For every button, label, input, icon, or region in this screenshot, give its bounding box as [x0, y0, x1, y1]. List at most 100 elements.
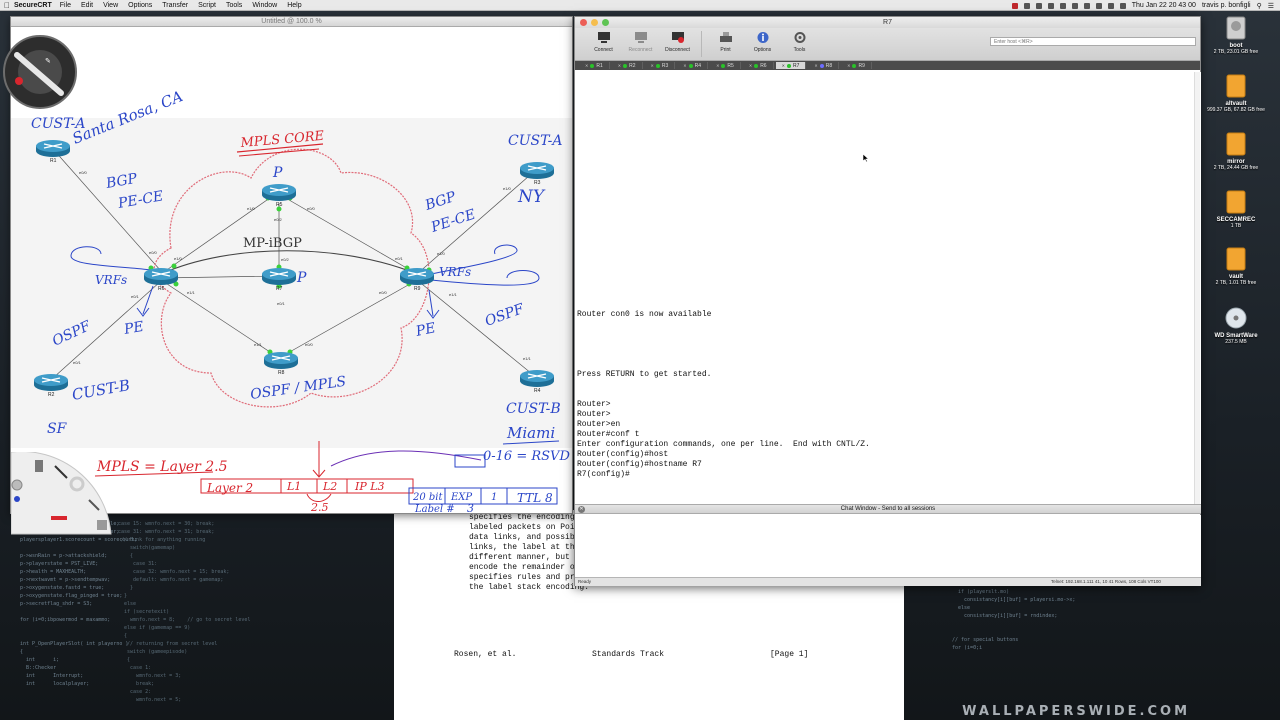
annot-l2: L2	[322, 480, 337, 493]
close-tab-icon[interactable]: ✕	[683, 63, 687, 68]
tab-r6[interactable]: ✕R6	[743, 62, 774, 69]
annot-label-1: 1	[491, 492, 497, 503]
menu-clock[interactable]: Thu Jan 22 20 43 00	[1131, 2, 1196, 9]
session-tab-bar: ✕R1 ✕R2 ✕R3 ✕R4 ✕R5 ✕R6 ✕R7 ✕R8 ✕R9	[575, 61, 1200, 70]
host-input[interactable]	[990, 37, 1196, 46]
tray-icon[interactable]	[1047, 2, 1054, 9]
svg-text:R3: R3	[534, 180, 541, 186]
close-tab-icon[interactable]: ✕	[814, 63, 818, 68]
status-connection-info: Telnet: 192.168.1.111 41, 10 41 Rows, 10…	[1051, 579, 1161, 584]
drawing-tool-palette[interactable]	[11, 452, 121, 542]
tray-icon[interactable]	[1023, 2, 1030, 9]
apple-menu-icon[interactable]: 	[0, 1, 14, 10]
tab-r2[interactable]: ✕R2	[612, 62, 643, 69]
options-button[interactable]: Options	[744, 28, 781, 61]
svg-text:e1/1: e1/1	[449, 292, 458, 297]
router-r1: R1	[35, 139, 71, 164]
menu-transfer[interactable]: Transfer	[162, 1, 189, 9]
print-button[interactable]: Print	[707, 28, 744, 61]
close-tab-icon[interactable]: ✕	[617, 63, 622, 68]
notification-center-icon[interactable]: ☰	[1267, 2, 1274, 10]
annot-p-top: P	[272, 165, 283, 181]
tray-icon[interactable]	[1059, 2, 1066, 9]
rfc-line: encode the remainder o	[469, 563, 575, 572]
tab-r7[interactable]: ✕R7	[775, 62, 807, 69]
chat-window-label: Chat Window - Send to all sessions	[840, 506, 936, 512]
menu-window[interactable]: Window	[252, 1, 278, 9]
chat-input-area[interactable]	[575, 515, 1201, 577]
tab-r8[interactable]: ✕R8	[808, 62, 840, 69]
minimize-window-button[interactable]	[591, 19, 598, 26]
svg-text:e0/1: e0/1	[395, 256, 404, 261]
annot-label-ttl: TTL 8	[517, 491, 553, 505]
close-tab-icon[interactable]: ✕	[585, 63, 589, 68]
whiteboard-window[interactable]: Untitled @ 100.0 %	[3, 16, 573, 535]
close-tab-icon[interactable]: ✕	[748, 63, 753, 68]
rfc-text: specifies the encoding labeled packets o…	[469, 513, 589, 593]
terminal-title-bar[interactable]: R7	[575, 17, 1200, 28]
svg-text:e1/1: e1/1	[523, 356, 532, 361]
tab-r4[interactable]: ✕R4	[677, 62, 709, 69]
wallpaper-code-middle: case 15: wmnfo.next = 30; break; case 31…	[118, 521, 251, 703]
menu-edit[interactable]: Edit	[81, 1, 94, 9]
securecrt-window[interactable]: R7 Connect Reconnect Disconnect Print Op…	[574, 16, 1201, 586]
menu-user[interactable]: travis p. bonfigli	[1201, 2, 1251, 9]
svg-text:e0/1: e0/1	[131, 294, 140, 299]
tab-r1[interactable]: ✕R1	[579, 62, 610, 69]
tab-r3[interactable]: ✕R3	[645, 62, 676, 69]
desktop-icon-boot[interactable]: boot 2 TB, 23.01 GB free	[1205, 15, 1267, 55]
tray-icon[interactable]	[1035, 2, 1042, 9]
desktop-icon-wd-smartware[interactable]: WD SmartWare 237.5 MB	[1205, 305, 1267, 345]
connected-status-icon	[754, 63, 759, 68]
router-r2: R2	[33, 373, 69, 398]
menu-view[interactable]: View	[103, 1, 119, 9]
battery-icon[interactable]	[1119, 2, 1126, 9]
desktop-icon-altvault[interactable]: altvault 999.37 GB, 67.82 GB free	[1205, 73, 1267, 113]
menu-help[interactable]: Help	[287, 1, 302, 9]
terminal-line: Router>	[577, 400, 611, 409]
menu-options[interactable]: Options	[128, 1, 153, 9]
close-tab-icon[interactable]: ✕	[781, 63, 785, 68]
disconnect-icon	[671, 32, 684, 43]
close-window-button[interactable]	[580, 19, 587, 26]
mpls-cloud	[153, 148, 430, 408]
annot-ospf-mpls: OSPF / MPLS	[249, 374, 347, 403]
tray-icon[interactable]	[1083, 2, 1090, 9]
desktop-icon-seccamrec[interactable]: SECCAMREC 1 TB	[1205, 189, 1267, 229]
tools-button[interactable]: Tools	[781, 28, 818, 61]
desktop-icon-mirror[interactable]: mirror 2 TB, 24.44 GB free	[1205, 131, 1267, 171]
terminal-screen[interactable]: Router con0 is now available Press RETUR…	[575, 72, 1201, 504]
annot-bgp-left: BGP	[104, 171, 139, 192]
menu-app-name[interactable]: SecureCRT	[14, 1, 52, 9]
menu-tools[interactable]: Tools	[225, 1, 243, 9]
tray-icon[interactable]	[1071, 2, 1078, 9]
menu-file[interactable]: File	[59, 1, 72, 9]
connected-status-icon	[590, 63, 595, 68]
desktop-icon-vault[interactable]: vault 2 TB, 1.01 TB free	[1205, 246, 1267, 286]
search-icon[interactable]: ⚲	[1256, 2, 1262, 10]
annot-vrfs-right: VRFs	[439, 265, 471, 279]
tab-r5[interactable]: ✕R5	[710, 62, 741, 69]
close-tab-icon[interactable]: ✕	[716, 63, 720, 68]
close-tab-icon[interactable]: ✕	[650, 63, 654, 68]
terminal-scrollbar[interactable]	[1194, 72, 1200, 504]
menu-bar:  SecureCRT File Edit View Options Trans…	[0, 0, 1280, 11]
tray-record-icon[interactable]	[1011, 2, 1018, 9]
chat-window-bar[interactable]: ✕ Chat Window - Send to all sessions	[575, 504, 1201, 514]
menu-script[interactable]: Script	[198, 1, 216, 9]
reconnect-button[interactable]: Reconnect	[622, 28, 659, 61]
disconnect-button[interactable]: Disconnect	[659, 28, 696, 61]
reconnect-icon	[634, 32, 647, 43]
terminal-line: Router con0 is now available	[577, 310, 712, 319]
wifi-icon[interactable]	[1095, 2, 1102, 9]
connect-button[interactable]: Connect	[585, 28, 622, 61]
volume-icon[interactable]	[1107, 2, 1114, 9]
pen-tool-dial[interactable]: ✎	[1, 33, 79, 111]
close-chat-icon[interactable]: ✕	[578, 506, 585, 513]
tab-r9[interactable]: ✕R9	[841, 62, 872, 69]
zoom-window-button[interactable]	[602, 19, 609, 26]
terminal-line	[577, 360, 1201, 370]
close-tab-icon[interactable]: ✕	[847, 63, 851, 68]
